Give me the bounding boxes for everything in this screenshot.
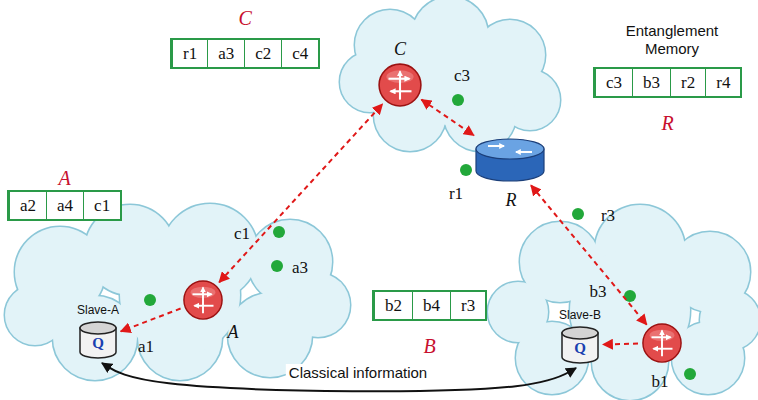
router-symbol (182, 279, 224, 321)
memory-cell: a4 (46, 192, 83, 219)
qubit-label: c1 (234, 224, 250, 244)
cell-text: r1 (183, 44, 197, 63)
cloud-outline (5, 204, 350, 380)
memory-cell: a2 (9, 192, 46, 219)
qubit-label: a3 (292, 258, 308, 278)
qubit-label: r1 (449, 184, 463, 204)
qubit-dot (572, 208, 584, 220)
qubit-dot (144, 294, 156, 306)
cell-text: b4 (423, 296, 440, 315)
memory-cell: r1 (172, 40, 207, 67)
switch-arrow (516, 151, 532, 153)
cell-text: a2 (20, 196, 36, 215)
cell-text: a3 (218, 44, 234, 63)
router-arrow (399, 71, 401, 99)
cylinder-top (562, 327, 598, 339)
cloud-outline (488, 205, 758, 400)
router-arrow (653, 348, 672, 350)
table-heading: C (172, 7, 318, 30)
link-arrow (421, 100, 473, 136)
router-icon: A (182, 279, 224, 321)
qubit-dot (460, 164, 472, 176)
router-symbol (377, 62, 423, 108)
node-label: A (228, 322, 239, 343)
qubit-label: c3 (454, 66, 470, 86)
router-icon: C (377, 62, 423, 108)
memory-table: Cr1a3c2c4 (170, 38, 320, 69)
cloud-outline (340, 0, 560, 151)
switch-arrow (488, 145, 504, 147)
router-icon (641, 322, 683, 364)
cell-text: c4 (292, 44, 308, 63)
cloud-fill (5, 204, 350, 380)
cell-text: r2 (681, 73, 695, 92)
qubit-label: a1 (138, 337, 154, 357)
cell-text: a4 (57, 196, 73, 215)
qubit-dots (144, 94, 696, 380)
link-arrow (603, 343, 638, 346)
node-label: Q (560, 340, 600, 357)
cell-text: r4 (716, 73, 730, 92)
memory-table: Bb2b4r3 (372, 290, 487, 321)
cell-text: c2 (255, 44, 271, 63)
link-arrow (531, 185, 647, 324)
cell-text: b3 (643, 73, 660, 92)
cloud-fill (340, 0, 560, 151)
table-heading: R (595, 112, 740, 135)
memory-cell: r3 (450, 292, 485, 319)
memory-cell: b2 (374, 292, 412, 319)
qubit-dot (452, 94, 464, 106)
edge-label: Classical information (286, 364, 430, 382)
router-body (184, 281, 222, 319)
cylinder-top (80, 322, 116, 334)
switch-symbol (474, 137, 546, 183)
cell-text: c1 (94, 196, 110, 215)
cylinder-top (476, 139, 544, 159)
memory-cell: b4 (412, 292, 450, 319)
quantum-node: Slave-AQ (78, 320, 118, 360)
qubit-label: b1 (652, 372, 669, 392)
router-symbol (641, 322, 683, 364)
node-label: Slave-A (77, 303, 119, 317)
node-label: C (394, 39, 406, 60)
memory-cell: b3 (632, 69, 670, 96)
memory-cell: c2 (244, 40, 281, 67)
table-heading: B (374, 335, 485, 358)
router-arrow (202, 288, 204, 314)
cell-text: c3 (606, 73, 622, 92)
memory-table: Aa2a4c1 (7, 190, 122, 221)
memory-table: Rc3b3r2r4 (593, 67, 742, 98)
qubit-dot (271, 260, 283, 272)
node-label: R (506, 190, 517, 211)
router-body (379, 64, 421, 106)
link-arrow (121, 309, 181, 332)
router-arrow (389, 78, 410, 80)
memory-cell: c3 (595, 69, 632, 96)
memory-cell: r4 (705, 69, 740, 96)
memory-title: Entanglement Memory (607, 22, 737, 58)
router-body (643, 324, 681, 362)
qubit-label: r3 (601, 206, 615, 226)
cell-text: b2 (385, 296, 402, 315)
memory-cell: c4 (281, 40, 318, 67)
router-arrow (652, 336, 671, 338)
qubit-dot (273, 226, 285, 238)
cell-text: r3 (461, 296, 475, 315)
qubit-dot (684, 368, 696, 380)
memory-cell: c1 (83, 192, 120, 219)
node-label: Slave-B (559, 308, 601, 322)
memory-cell: a3 (207, 40, 244, 67)
link-arrow (219, 104, 382, 282)
cloud-fill (488, 205, 758, 400)
node-label: Q (78, 335, 118, 352)
router-arrow (391, 90, 412, 92)
qubit-label: b3 (590, 282, 607, 302)
router-arrow (661, 331, 663, 357)
quantum-node: Slave-BQ (560, 325, 600, 365)
memory-cell: r2 (670, 69, 705, 96)
table-heading: A (9, 167, 120, 190)
link-arrow (102, 363, 576, 391)
repeater-icon: R (474, 137, 546, 183)
